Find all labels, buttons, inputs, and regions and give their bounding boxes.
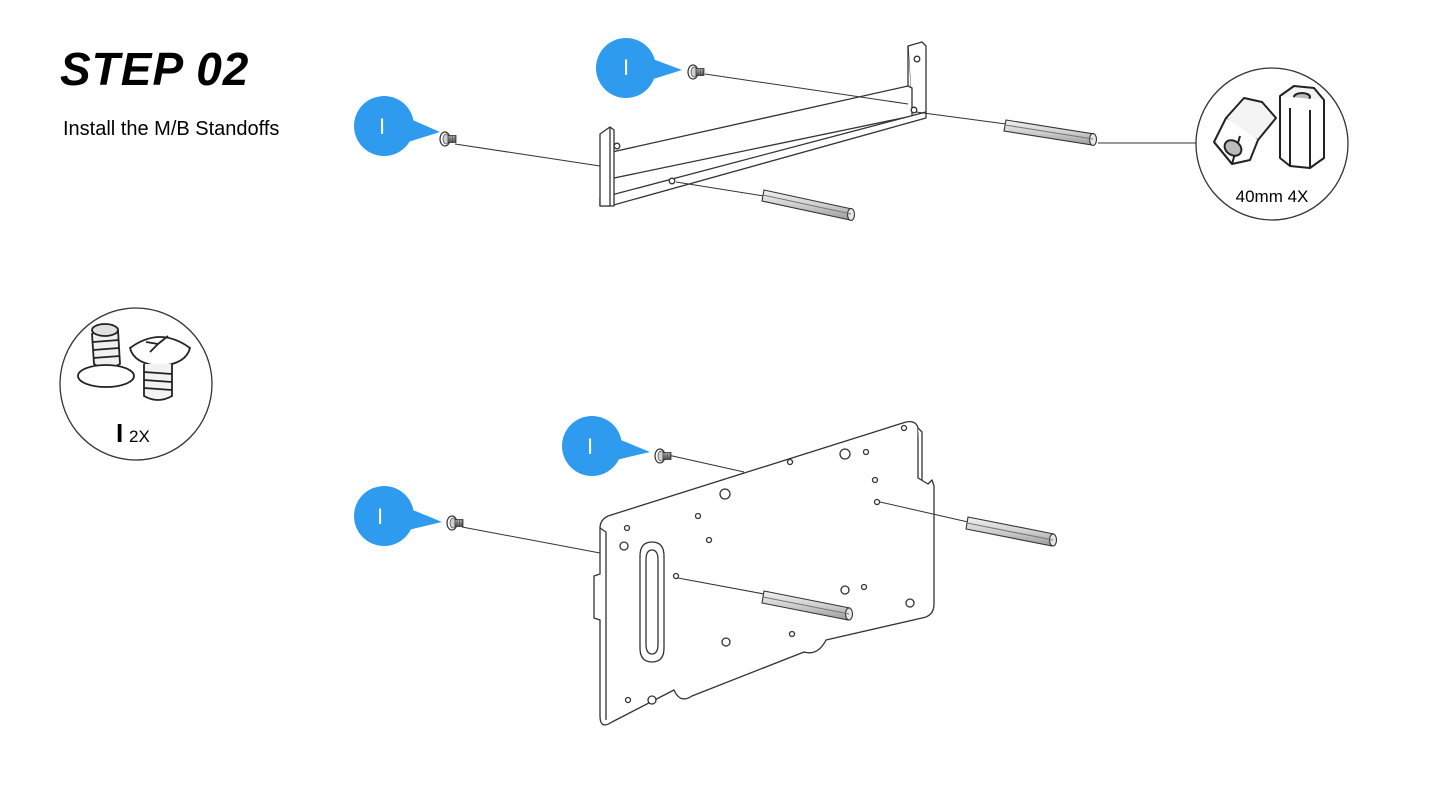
marker-bottom-back: I	[562, 416, 650, 476]
step-subtitle: Install the M/B Standoffs	[63, 119, 279, 139]
marker-top-back: I	[596, 38, 682, 98]
screw-top-back	[688, 65, 704, 79]
marker-label: I	[379, 114, 385, 139]
standoff-top-back	[1004, 120, 1097, 146]
inset-screws: I 2X	[60, 308, 212, 460]
marker-top-front: I	[354, 96, 440, 156]
screw-bottom-back	[655, 449, 671, 463]
motherboard-tray	[594, 422, 934, 725]
marker-label: I	[623, 55, 629, 80]
standoff-top-front	[762, 190, 855, 221]
screw-quantity: 2X	[129, 427, 150, 446]
standoff-caption: 40mm 4X	[1236, 187, 1309, 206]
screw-bottom-front	[447, 516, 463, 530]
step-title: STEP 02	[60, 46, 249, 92]
standoff-bottom-back	[966, 517, 1057, 546]
inset-standoffs: 40mm 4X	[1196, 68, 1348, 220]
standoff-icon	[1280, 86, 1324, 168]
screw-top-front	[440, 132, 456, 146]
screw-part-letter: I	[116, 418, 123, 448]
marker-label: I	[377, 504, 383, 529]
marker-bottom-front: I	[354, 486, 442, 546]
marker-label: I	[587, 434, 593, 459]
